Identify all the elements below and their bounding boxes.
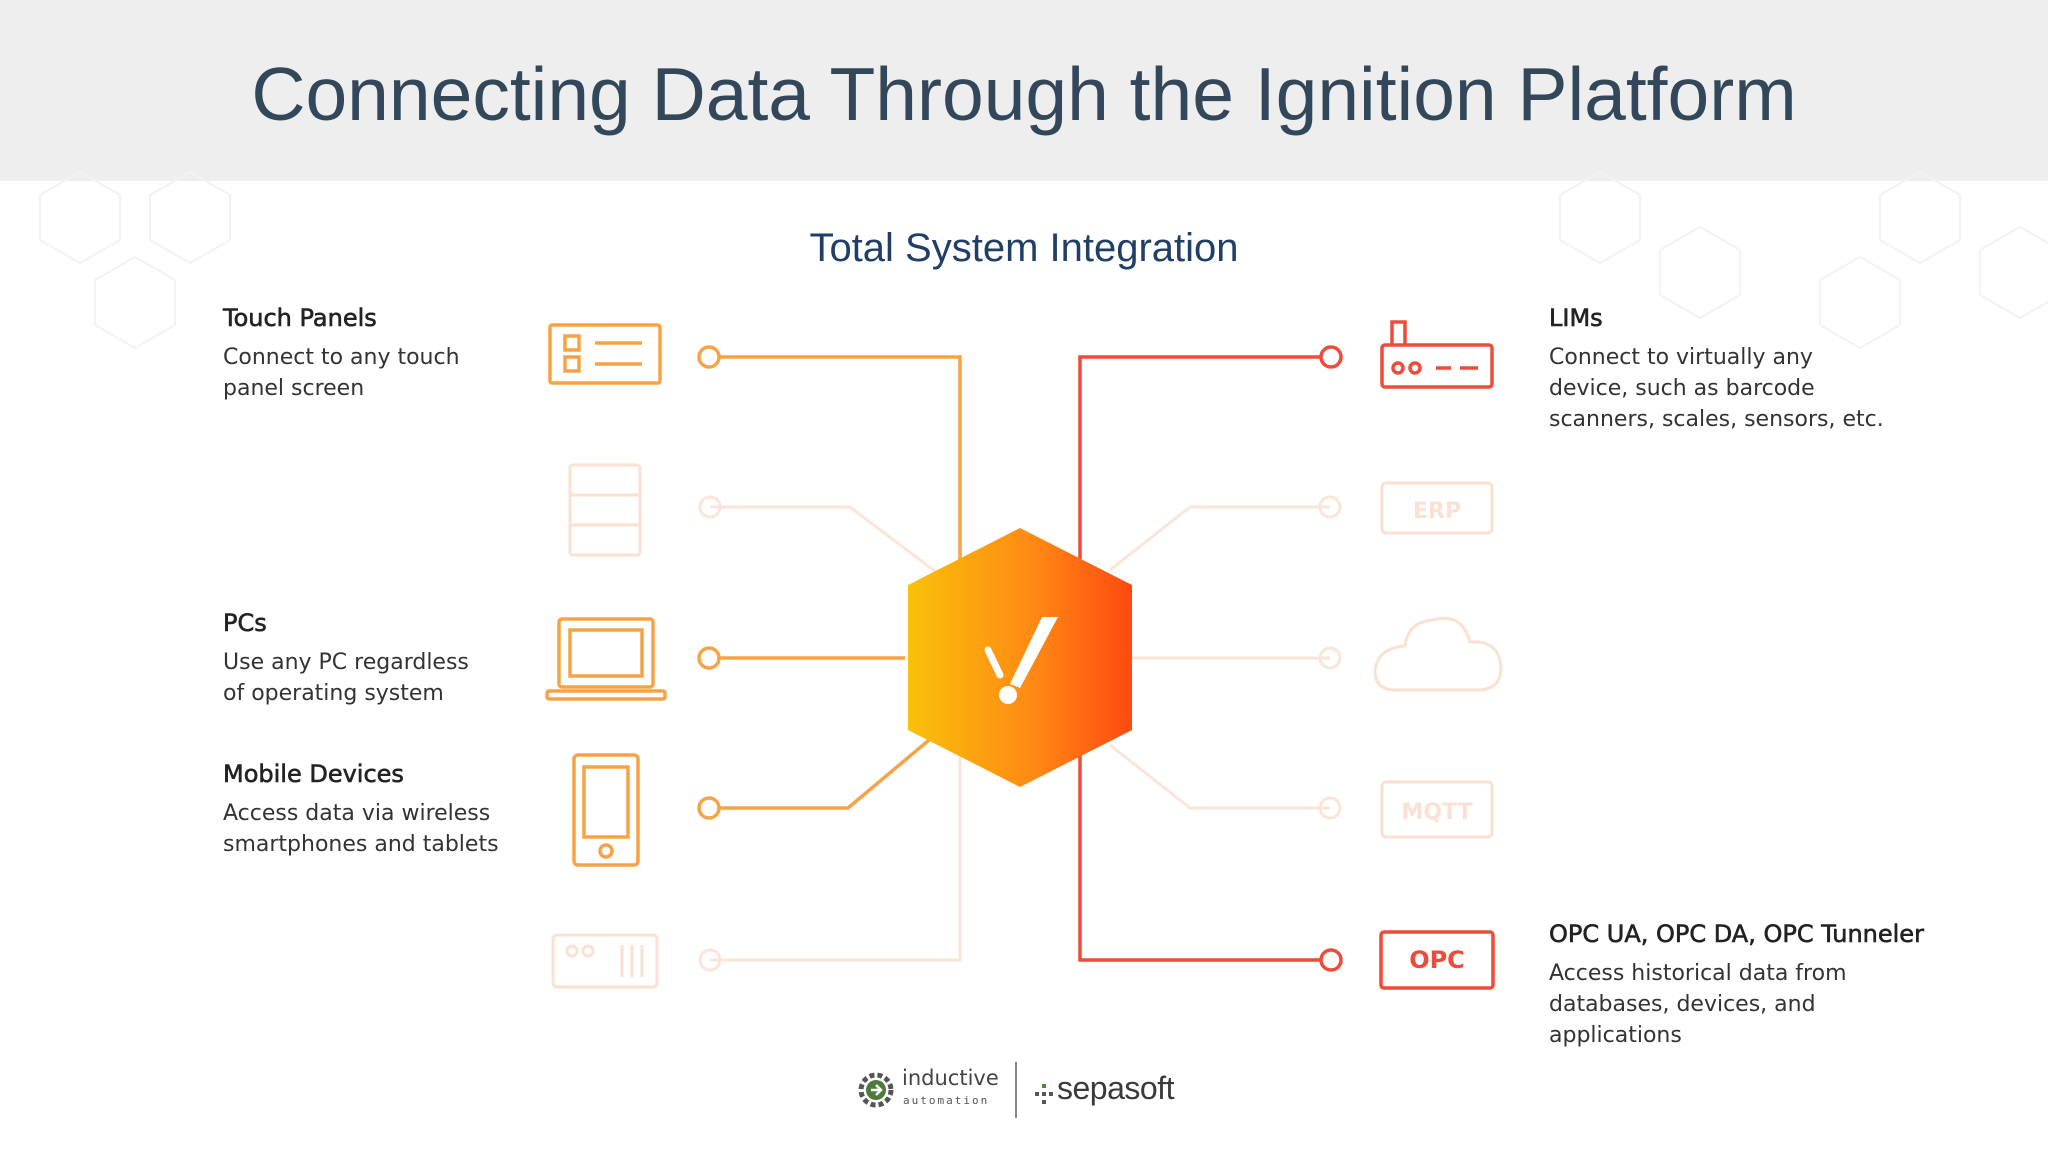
ignition-hexagon bbox=[908, 528, 1132, 787]
tablet-icon bbox=[572, 753, 640, 867]
opc-desc-line: Access historical data from bbox=[1549, 961, 1847, 986]
pcs-desc-line: of operating system bbox=[223, 681, 444, 706]
lims-desc-line: Connect to virtually any bbox=[1549, 345, 1813, 370]
cloud-icon bbox=[1373, 616, 1503, 692]
faded-line-server bbox=[710, 505, 941, 577]
node-mobile bbox=[697, 796, 721, 820]
slide-title: Connecting Data Through the Ignition Pla… bbox=[251, 52, 1797, 136]
left-connectors bbox=[720, 355, 962, 810]
mqtt-icon bbox=[1380, 780, 1494, 839]
faded-node-cloud bbox=[1318, 646, 1342, 670]
erp-icon bbox=[1380, 481, 1494, 535]
ignition-logo-icon bbox=[984, 617, 1058, 704]
laptop-icon bbox=[545, 617, 667, 701]
mobile-devices-desc-line: Access data via wireless bbox=[223, 801, 491, 826]
line-touch-panels bbox=[720, 355, 962, 560]
mobile-devices-heading: Mobile Devices bbox=[223, 760, 405, 789]
inductive-automation-logo-icon bbox=[858, 1072, 894, 1108]
title-bar bbox=[0, 0, 2048, 181]
faded-line-erp bbox=[1109, 505, 1330, 572]
pcs-desc-line: Use any PC regardless bbox=[223, 650, 469, 675]
sepasoft-logo-text: sepasoft bbox=[1057, 1070, 1174, 1106]
touch-panels-heading: Touch Panels bbox=[223, 304, 377, 333]
opc-badge-label: OPC bbox=[1409, 946, 1465, 974]
mobile-devices-desc: Access data via wireless smartphones and… bbox=[223, 798, 499, 860]
node-opc bbox=[1319, 948, 1343, 972]
opc-desc: Access historical data from databases, d… bbox=[1549, 958, 1924, 1051]
lims-desc-line: device, such as barcode bbox=[1549, 376, 1815, 401]
faded-node-server bbox=[698, 495, 722, 519]
erp-label: ERP bbox=[1413, 499, 1461, 524]
opc-heading: OPC UA, OPC DA, OPC Tunneler bbox=[1549, 920, 1925, 949]
faded-node-plc bbox=[698, 948, 722, 972]
sepasoft-logo-icon bbox=[1035, 1084, 1053, 1104]
pcs-heading: PCs bbox=[223, 609, 267, 638]
lims-heading: LIMs bbox=[1549, 304, 1603, 333]
node-touch-panels bbox=[697, 345, 721, 369]
router-icon bbox=[1380, 320, 1494, 389]
lims-info: LIMs Connect to virtually any device, su… bbox=[1549, 304, 1884, 435]
touch-panels-desc-line: Connect to any touch bbox=[223, 345, 460, 370]
right-connectors bbox=[1078, 355, 1320, 962]
faded-line-plc bbox=[710, 720, 962, 962]
inductive-logo-subtext: automation bbox=[903, 1094, 990, 1107]
node-lims bbox=[1319, 345, 1343, 369]
opc-badge-icon bbox=[1379, 930, 1495, 990]
opc-info: OPC UA, OPC DA, OPC Tunneler Access hist… bbox=[1549, 920, 1925, 1051]
mobile-devices-desc-line: smartphones and tablets bbox=[223, 832, 499, 857]
mqtt-label: MQTT bbox=[1401, 800, 1472, 825]
diagram-subtitle: Total System Integration bbox=[809, 226, 1239, 270]
pcs-desc: Use any PC regardless of operating syste… bbox=[223, 647, 469, 709]
faded-line-mqtt bbox=[1109, 743, 1330, 810]
inductive-logo-text: inductive bbox=[902, 1066, 999, 1090]
server-icon bbox=[568, 463, 642, 557]
faded-node-erp bbox=[1318, 495, 1342, 519]
left-nodes bbox=[697, 345, 721, 820]
line-opc bbox=[1078, 740, 1320, 962]
opc-desc-line: databases, devices, and bbox=[1549, 992, 1816, 1017]
touch-panels-desc: Connect to any touch panel screen bbox=[223, 342, 460, 404]
faded-node-mqtt bbox=[1318, 796, 1342, 820]
touch-panel-icon bbox=[548, 323, 662, 385]
plc-icon bbox=[551, 933, 659, 989]
touch-panels-desc-line: panel screen bbox=[223, 376, 365, 401]
right-nodes bbox=[1319, 345, 1343, 972]
node-pcs bbox=[697, 646, 721, 670]
opc-desc-line: applications bbox=[1549, 1023, 1682, 1048]
line-lims bbox=[1078, 355, 1320, 560]
lims-desc: Connect to virtually any device, such as… bbox=[1549, 342, 1884, 435]
footer-logos: inductive automation sepasoft bbox=[850, 1062, 1210, 1122]
background-hex-pattern bbox=[39, 170, 2048, 350]
line-mobile bbox=[720, 733, 937, 810]
faded-connectors bbox=[698, 495, 1342, 972]
lims-desc-line: scanners, scales, sensors, etc. bbox=[1549, 407, 1884, 432]
pcs-info: PCs Use any PC regardless of operating s… bbox=[223, 609, 469, 709]
faded-devices bbox=[551, 463, 1503, 989]
logo-divider bbox=[1015, 1062, 1017, 1118]
mobile-devices-info: Mobile Devices Access data via wireless … bbox=[223, 760, 499, 860]
touch-panels-info: Touch Panels Connect to any touch panel … bbox=[223, 304, 460, 404]
